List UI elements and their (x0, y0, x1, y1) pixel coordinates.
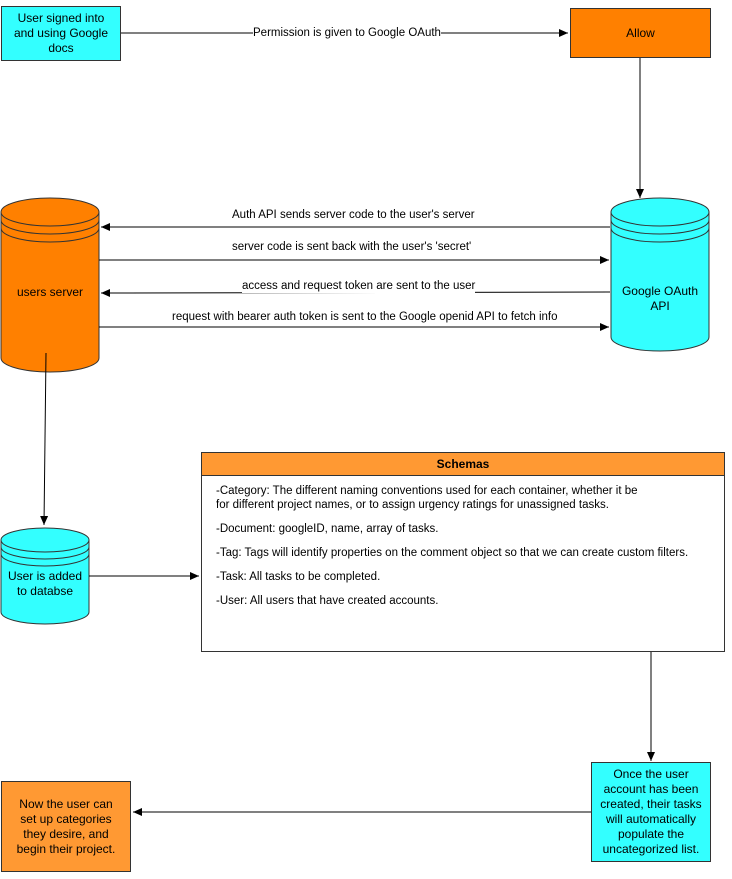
schema-item-tag: -Tag: Tags will identify properties on t… (216, 547, 689, 559)
once-created-node: Once the user account has been created, … (591, 762, 711, 862)
user-signed-in-text: User signed into and using Google docs (13, 11, 109, 55)
edge-label-bearer-request: request with bearer auth token is sent t… (172, 310, 558, 324)
user-signed-in-node: User signed into and using Google docs (1, 6, 121, 61)
schemas-title: Schemas (202, 453, 724, 476)
users-server-cylinder (0, 197, 100, 373)
edge-label-access-token: access and request token are sent to the… (242, 279, 476, 293)
edge-label-permission: Permission is given to Google OAuth (253, 26, 441, 40)
google-oauth-api-label: Google OAuth API (621, 284, 699, 313)
allow-node: Allow (570, 8, 711, 58)
allow-text: Allow (626, 25, 655, 40)
edge-label-auth-api-sends: Auth API sends server code to the user's… (232, 208, 475, 222)
edge-server-to-database (40, 352, 49, 526)
schemas-box: Schemas -Category: The different naming … (201, 452, 725, 652)
database-label: User is added to databse (7, 569, 83, 598)
users-server-label: users server (16, 284, 84, 299)
now-user-text: Now the user can set up categories they … (16, 796, 116, 856)
database-cylinder (0, 527, 90, 625)
google-oauth-api-cylinder (610, 197, 710, 352)
schemas-list: -Category: The different naming conventi… (202, 476, 724, 608)
edge-label-server-code-back: server code is sent back with the user's… (232, 240, 472, 254)
schema-item-category: -Category: The different naming conventi… (216, 485, 638, 511)
schema-item-document: -Document: googleID, name, array of task… (216, 523, 439, 535)
schema-item-task: -Task: All tasks to be completed. (216, 571, 381, 583)
schema-item-user: -User: All users that have created accou… (216, 595, 439, 607)
once-created-text: Once the user account has been created, … (600, 767, 702, 856)
now-user-node: Now the user can set up categories they … (1, 781, 131, 872)
